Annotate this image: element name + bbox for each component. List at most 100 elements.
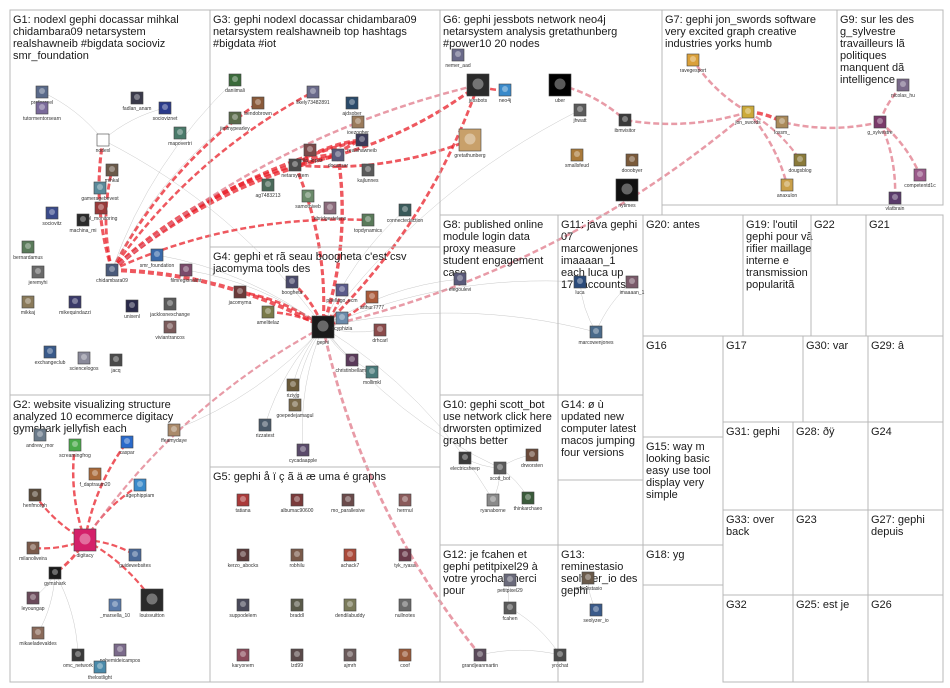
node-jessbots[interactable]: jessbots bbox=[467, 74, 489, 104]
node-digitacy[interactable]: digitacy bbox=[74, 529, 96, 559]
node-kerzo-abocks[interactable]: kerzo_abocks bbox=[228, 549, 259, 569]
node-gretathunberg[interactable]: gretathunberg bbox=[454, 129, 485, 159]
node-gameragebevest[interactable]: gameragebevest bbox=[81, 182, 119, 202]
node-scott-bot[interactable]: scott_bot bbox=[490, 462, 511, 482]
group-title-line: G24 bbox=[871, 426, 892, 438]
node-pol-monitoring[interactable]: pol_monitoring bbox=[85, 202, 118, 222]
node-nodexl[interactable]: nodexl bbox=[96, 134, 111, 154]
node-lossm-[interactable]: lossm_ bbox=[774, 116, 790, 136]
node-robhilu[interactable]: robhilu bbox=[289, 549, 304, 569]
node-nullnotes[interactable]: nullnotes bbox=[395, 599, 416, 619]
node-leyoungap[interactable]: leyoungap bbox=[21, 592, 44, 612]
node-mo-parallesive[interactable]: mo_parallesive bbox=[331, 494, 365, 514]
node-bernardamus[interactable]: bernardamus bbox=[13, 241, 43, 261]
node-albumac[interactable]: albumac90600 bbox=[281, 494, 314, 514]
node-electricsheep[interactable]: electricsheep bbox=[450, 452, 480, 472]
node-socioviznet[interactable]: socioviznet bbox=[153, 102, 178, 122]
node-tatiana[interactable]: tatiana bbox=[235, 494, 250, 514]
node--marsella-10[interactable]: _marsella_10 bbox=[99, 599, 130, 619]
node-arthur777[interactable]: arthur7777 bbox=[360, 291, 384, 311]
node-rizzatest[interactable]: rizzatest bbox=[256, 419, 275, 439]
node-mikkaj[interactable]: mikkaj bbox=[21, 296, 35, 316]
node-herrnul[interactable]: herrnul bbox=[397, 494, 413, 514]
node-connectedaction[interactable]: connectedaction bbox=[387, 204, 424, 224]
node-label: neo4j bbox=[499, 98, 511, 104]
node-ajmrh[interactable]: ajmrh bbox=[344, 649, 357, 669]
node-mikaeladevaldes[interactable]: mikaeladevaldes bbox=[19, 627, 57, 647]
node-sciencelogos[interactable]: sciencelogos bbox=[70, 352, 99, 372]
node-smallsfeud[interactable]: smallsfeud bbox=[565, 149, 589, 169]
node-guidewebsites[interactable]: guidewebsites bbox=[119, 549, 151, 569]
group-title-line: student engagement bbox=[443, 255, 543, 267]
node-goepedejamagul[interactable]: goepedejamagul bbox=[277, 399, 314, 419]
node-yrochat[interactable]: yrochat bbox=[552, 649, 569, 669]
node-christinbellamy[interactable]: christinbellamy bbox=[335, 354, 369, 374]
node-bendobrown[interactable]: bendobrown bbox=[244, 97, 272, 117]
node-sociovitz[interactable]: sociovitz bbox=[42, 207, 62, 227]
node-topdynamics[interactable]: topdynamics bbox=[354, 214, 383, 234]
node-ffeamydaye[interactable]: ffeamydaye bbox=[161, 424, 187, 444]
node-competentd[interactable]: competentd1c bbox=[904, 169, 936, 189]
node-mihkal[interactable]: mihkal bbox=[105, 164, 119, 184]
node-jhwatt[interactable]: jhwatt bbox=[572, 104, 587, 124]
node-kajlunnes[interactable]: kajlunnes bbox=[357, 164, 379, 184]
node-g-sylvestre[interactable]: g_sylvestre bbox=[867, 116, 893, 136]
node-screamingfrog[interactable]: screamingfrog bbox=[59, 439, 91, 459]
node-gymshark[interactable]: gymshark bbox=[44, 567, 66, 587]
node-label: leyoungap bbox=[21, 606, 44, 612]
node-grandjeanmartin[interactable]: grandjeanmartin bbox=[462, 649, 498, 669]
node-louisvuitton[interactable]: louisvuitton bbox=[139, 589, 164, 619]
node-exchangeclub[interactable]: exchangeclub bbox=[35, 346, 66, 366]
node-riziyjg[interactable]: riziyjg bbox=[287, 379, 300, 399]
node-amelitelaz[interactable]: amelitelaz bbox=[257, 306, 280, 326]
node-achack7[interactable]: achack7 bbox=[341, 549, 360, 569]
node-ravegesport[interactable]: ravegesport bbox=[680, 54, 707, 74]
node-cycadaapple[interactable]: cycadaapple bbox=[289, 444, 317, 464]
node-mapovertri[interactable]: mapovertri bbox=[168, 127, 192, 147]
node-jacq[interactable]: jacq bbox=[110, 354, 122, 374]
node-nemer-aad[interactable]: nemer_aad bbox=[445, 49, 471, 69]
node-coof[interactable]: coof bbox=[399, 649, 411, 669]
node-thinkarchaeo[interactable]: thinkarchaeo bbox=[514, 492, 543, 512]
node-viviantrancos[interactable]: viviantrancos bbox=[155, 321, 185, 341]
node-braddl[interactable]: braddl bbox=[290, 599, 304, 619]
node-suppodelem[interactable]: suppodelem bbox=[229, 599, 256, 619]
node-gephi[interactable]: gephi bbox=[312, 316, 334, 346]
node-anaxulon[interactable]: anaxulon bbox=[777, 179, 798, 199]
node-uber[interactable]: uber bbox=[549, 74, 571, 104]
node-samothiveb[interactable]: samothiveb bbox=[295, 190, 321, 210]
node-neo4j[interactable]: neo4j bbox=[499, 84, 511, 104]
node-dougsblog[interactable]: dougsblog bbox=[788, 154, 811, 174]
node-unixenl[interactable]: unixenl bbox=[124, 300, 140, 320]
node-karyonem[interactable]: karyonem bbox=[232, 649, 254, 669]
node-drhcarl[interactable]: drhcarl bbox=[372, 324, 387, 344]
node-daniimali[interactable]: daniimali bbox=[225, 74, 245, 94]
node-milanoliveira[interactable]: milanoliveira bbox=[19, 542, 47, 562]
node-seolyzer-io[interactable]: seolyzer_io bbox=[583, 604, 609, 624]
node-ajdsober[interactable]: ajdsober bbox=[342, 97, 362, 117]
node-luca[interactable]: luca bbox=[574, 276, 586, 296]
node-jeremyhi[interactable]: jeremyhi bbox=[28, 266, 48, 286]
node-boogheta[interactable]: boogheta bbox=[282, 276, 303, 296]
node-vlatbrain[interactable]: vlatbrain bbox=[886, 192, 905, 212]
node-omc-network[interactable]: omc_network bbox=[63, 649, 93, 669]
node-tutormentorsearn[interactable]: tutormentorsearn bbox=[23, 102, 61, 122]
node-drworsten[interactable]: drworsten bbox=[521, 449, 543, 469]
node-henfmorgh[interactable]: henfmorgh bbox=[23, 489, 47, 509]
node-smr-foundation[interactable]: smr_foundation bbox=[140, 249, 175, 269]
node-mikequindazzi[interactable]: mikequindazzi bbox=[59, 296, 91, 316]
node-label: nicolas_hu bbox=[891, 93, 915, 99]
node-jacklosnexchange[interactable]: jacklosnexchange bbox=[149, 298, 190, 318]
node-caspar[interactable]: caspar bbox=[119, 436, 134, 456]
node-dooobyer[interactable]: dooobyer bbox=[622, 154, 643, 174]
node-ryanaborne[interactable]: ryanaborne bbox=[480, 494, 506, 514]
node-likelytshepo[interactable]: likely73482891 bbox=[296, 86, 330, 106]
node-chidambara09[interactable]: chidambara09 bbox=[96, 264, 128, 284]
avatar-highlight bbox=[30, 594, 36, 600]
node-ibmvisitor[interactable]: ibmvisitor bbox=[614, 114, 635, 134]
node-dendilabuddy[interactable]: dendilabuddy bbox=[335, 599, 365, 619]
node-nytimes[interactable]: nytimes bbox=[616, 179, 638, 209]
node-lzd9[interactable]: lzd99 bbox=[291, 649, 303, 669]
node-fcahen[interactable]: fcahen bbox=[502, 602, 517, 622]
node-fadlan-anam[interactable]: fadlan_anam bbox=[123, 92, 152, 112]
